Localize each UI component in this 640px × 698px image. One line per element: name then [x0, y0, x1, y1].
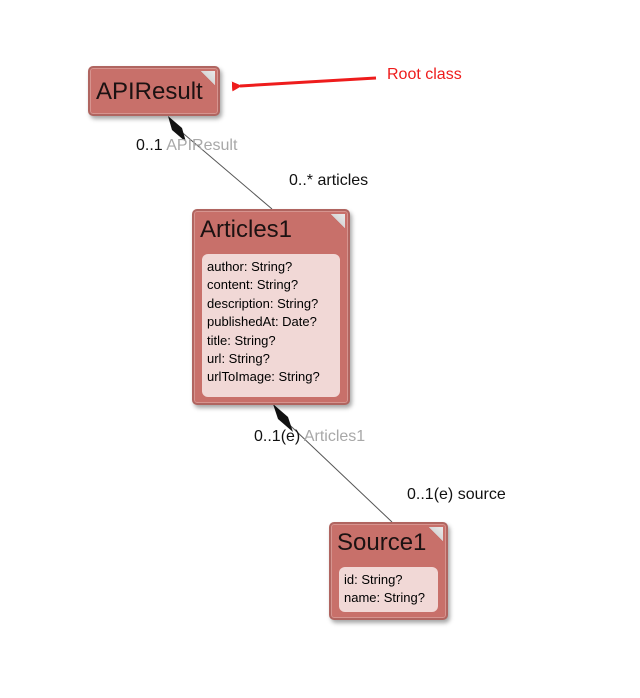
attribute-url: url: String?	[207, 351, 270, 367]
corner-fold-icon	[201, 71, 215, 85]
association-source-label-apiresult: 0..1 APIResult	[136, 137, 237, 155]
class-source1[interactable]: Source1 id: String? name: String?	[329, 522, 448, 620]
class-name-articles1: Articles1	[200, 216, 293, 243]
role-label: Articles1	[303, 428, 366, 445]
attribute-list-articles1: author: String? content: String? descrip…	[202, 254, 340, 397]
attribute-id: id: String?	[344, 572, 403, 587]
association-target-label-articles: 0..* articles	[289, 172, 368, 190]
attribute-title: title: String?	[207, 332, 276, 348]
corner-fold-icon	[331, 214, 345, 228]
association-source-label-articles: 0..1(e) Articles1	[254, 428, 365, 446]
composition-diamond-apiresult-icon	[168, 116, 186, 142]
annotation-arrow-icon	[231, 76, 377, 92]
association-line-articles-source[interactable]	[276, 412, 393, 523]
attribute-content: content: String?	[207, 277, 299, 293]
role-multiplicity-label: 0..1(e) source	[407, 486, 506, 503]
class-articles1[interactable]: Articles1 author: String? content: Strin…	[192, 209, 350, 405]
composition-diamond-articles-icon	[273, 404, 293, 432]
association-target-label-source: 0..1(e) source	[407, 486, 506, 504]
attribute-author: author: String?	[207, 259, 293, 274]
corner-fold-icon	[429, 527, 443, 541]
multiplicity-label: 0..1	[136, 137, 163, 154]
attribute-urltoimage: urlToImage: String?	[207, 369, 320, 385]
attribute-description: description: String?	[207, 295, 319, 311]
role-label: APIResult	[166, 137, 238, 154]
attribute-list-source1: id: String? name: String?	[339, 567, 438, 612]
class-name-source1: Source1	[337, 529, 427, 556]
class-apiresult[interactable]: APIResult	[88, 66, 220, 116]
association-line-apiresult-articles[interactable]	[170, 122, 273, 210]
class-name-apiresult: APIResult	[96, 78, 203, 105]
role-multiplicity-label: 0..* articles	[289, 172, 369, 189]
multiplicity-label: 0..1(e)	[254, 428, 301, 445]
attribute-publishedat: publishedAt: Date?	[207, 314, 317, 330]
root-class-annotation: Root class	[387, 66, 462, 83]
attribute-name: name: String?	[344, 590, 425, 606]
